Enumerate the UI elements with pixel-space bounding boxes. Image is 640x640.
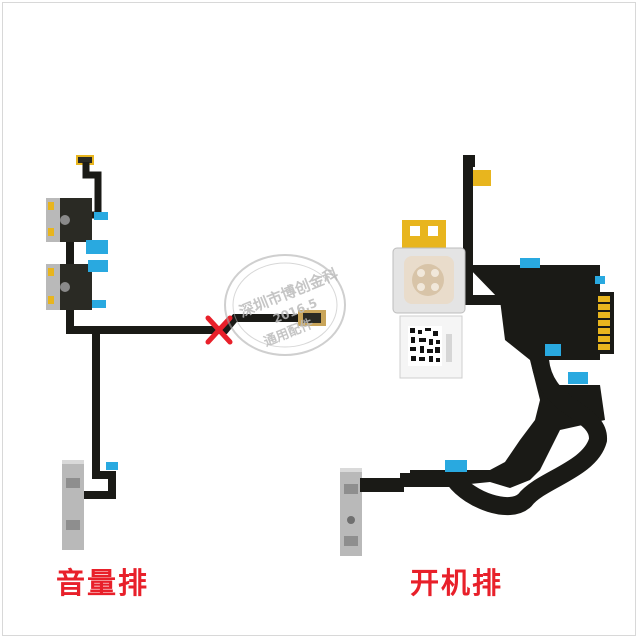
power-flex-main-body	[410, 265, 605, 488]
blue-clip	[595, 276, 605, 284]
volume-up-button-module	[46, 198, 108, 254]
board-connector	[594, 292, 614, 354]
watermark-stamp	[224, 254, 346, 356]
power-metal-bracket	[340, 468, 404, 556]
blue-clip	[520, 258, 540, 268]
blue-clip	[445, 460, 467, 472]
volume-metal-bracket	[62, 460, 118, 550]
blue-clip	[545, 344, 561, 356]
power-flex-caption: 开机排	[410, 566, 504, 600]
red-x-marker	[205, 315, 233, 345]
power-flex-cable	[340, 155, 614, 556]
volume-flex-lower-trace	[82, 330, 116, 499]
qr-label	[399, 315, 463, 379]
volume-flex-cable	[46, 155, 326, 550]
volume-flex-caption: 音量排	[56, 566, 150, 600]
volume-down-button-module	[46, 260, 108, 310]
blue-clip	[568, 372, 588, 384]
flash-module	[392, 247, 466, 314]
gold-mount-plate	[402, 220, 446, 250]
